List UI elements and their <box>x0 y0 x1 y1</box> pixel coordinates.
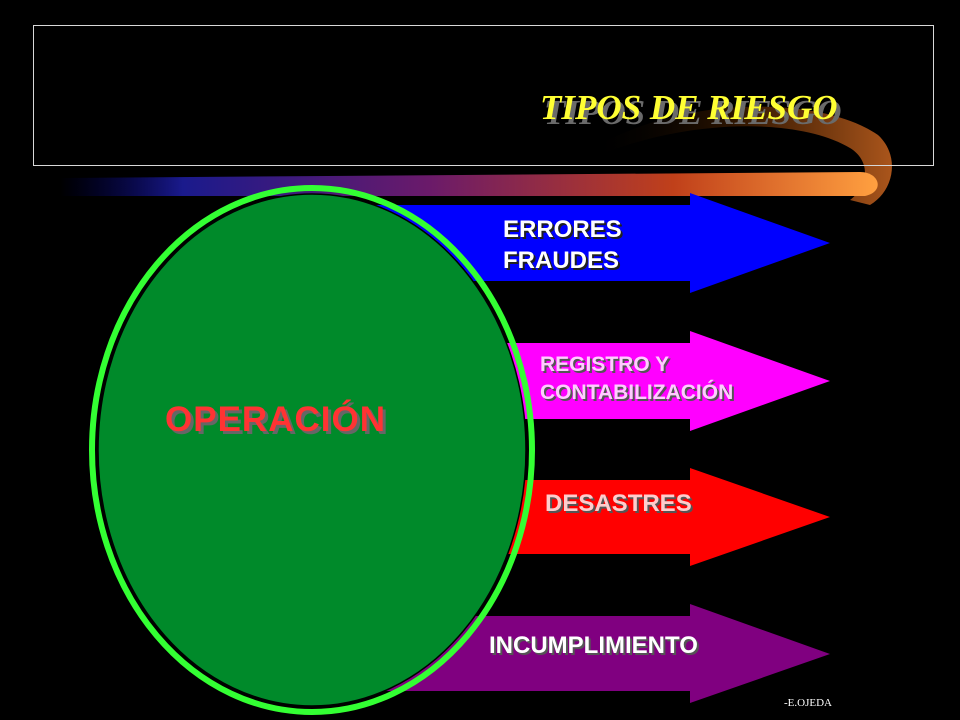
arrow-label-line: CONTABILIZACIÓN <box>540 381 734 404</box>
arrow-label-line: REGISTRO Y <box>540 353 670 376</box>
title-swoosh-back <box>590 106 892 205</box>
arrow-label-line: DESASTRES <box>545 490 692 517</box>
arrow-label-desastres: DESASTRES <box>545 490 692 518</box>
operacion-ellipse-outline <box>89 185 535 715</box>
operacion-ellipse <box>97 193 527 707</box>
arrow-label-line: ERRORES <box>503 216 622 243</box>
arrow-label-line: FRAUDES <box>503 247 620 274</box>
arrow-label-line: INCUMPLIMIENTO <box>489 632 698 659</box>
title-frame <box>33 25 934 166</box>
operacion-label: OPERACIÓN <box>165 400 386 439</box>
arrow-label-registro-contabilizacion: REGISTRO Y CONTABILIZACIÓN <box>540 351 733 407</box>
arrow-label-incumplimiento: INCUMPLIMIENTO <box>489 632 698 660</box>
slide-title: TIPOS DE RIESGO <box>540 88 838 127</box>
author-credit: -E.OJEDA <box>784 697 832 709</box>
title-swoosh-band <box>60 172 878 196</box>
arrow-label-errores-fraudes: ERRORES FRAUDES <box>503 214 622 276</box>
